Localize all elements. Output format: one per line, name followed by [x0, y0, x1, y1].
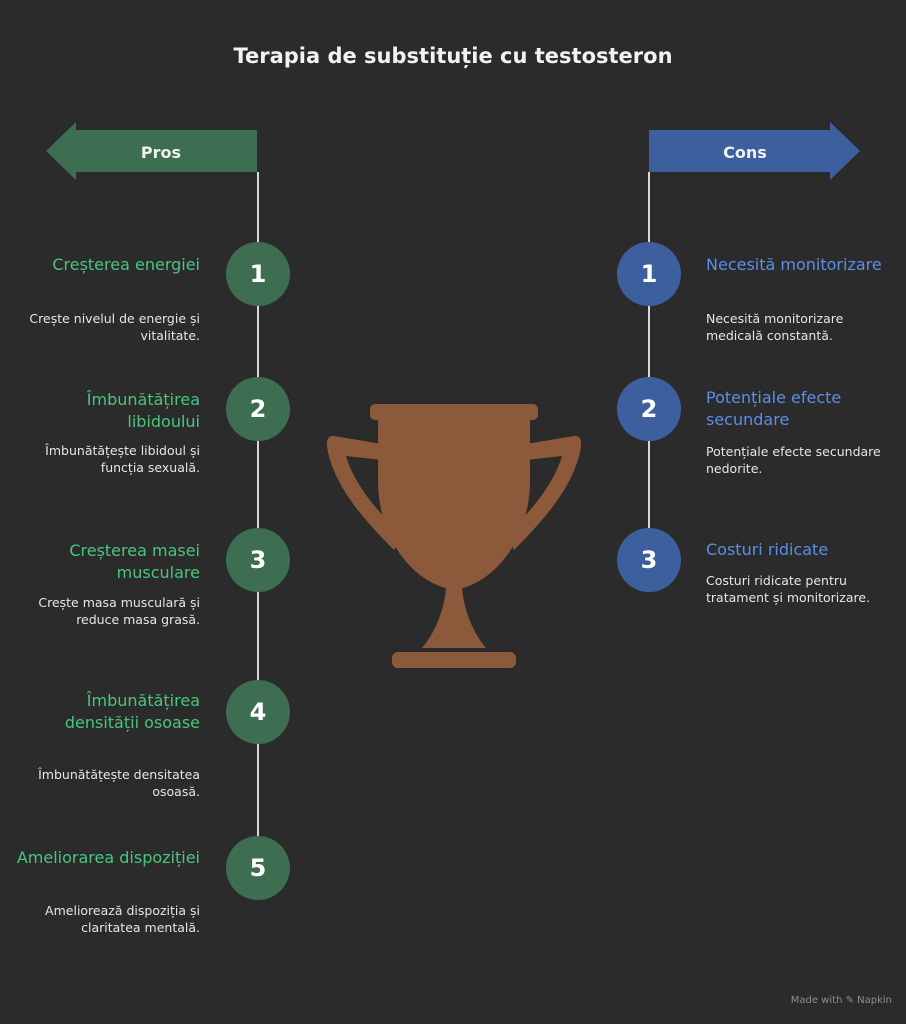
pros-item-title: Îmbunătățirea densității osoase: [64, 691, 200, 732]
pros-arrow: [46, 122, 257, 180]
pros-timeline-line: [257, 172, 259, 868]
cons-item-title: Costuri ridicate: [706, 540, 829, 559]
cons-number-badge: 1: [617, 242, 681, 306]
cons-item-desc: Potențiale efecte secundare nedorite.: [706, 444, 881, 476]
pros-item-desc: Crește masa musculară și reduce masa gra…: [38, 595, 200, 627]
pros-item-title: Creșterea energiei: [52, 255, 200, 274]
pros-item-title: Ameliorarea dispoziției: [16, 848, 200, 867]
pros-item-desc: Îmbunătățește libidoul și funcția sexual…: [45, 443, 200, 475]
cons-number-badge: 2: [617, 377, 681, 441]
pros-number-badge: 4: [226, 680, 290, 744]
cons-item-title: Necesită monitorizare: [706, 255, 882, 274]
made-with-napkin-footer: Made with ✎ Napkin: [790, 995, 892, 1006]
pros-number-badge: 2: [226, 377, 290, 441]
pros-item-title: Îmbunătățirea libidoului: [86, 390, 200, 431]
page-title: Terapia de substituție cu testosteron: [233, 44, 673, 68]
cons-item-title: Potențiale efecte secundare: [706, 388, 842, 429]
cons-item-desc: Costuri ridicate pentru tratament și mon…: [706, 573, 871, 605]
pros-number-badge: 5: [226, 836, 290, 900]
pros-item-desc: Crește nivelul de energie și vitalitate.: [29, 311, 200, 343]
pros-item-desc: Îmbunătățește densitatea osoasă.: [38, 767, 200, 799]
pros-item-title: Creșterea masei musculare: [69, 541, 200, 582]
cons-arrow: [649, 122, 860, 180]
cons-number-badge: 3: [617, 528, 681, 592]
cons-item-desc: Necesită monitorizare medicală constantă…: [706, 311, 844, 343]
pros-number-badge: 3: [226, 528, 290, 592]
pros-label: Pros: [140, 143, 182, 162]
cons-timeline-line: [648, 172, 650, 558]
pros-item-desc: Ameliorează dispoziția și claritatea men…: [45, 903, 200, 935]
trophy-icon: [326, 404, 582, 668]
cons-label: Cons: [723, 143, 767, 162]
pros-number-badge: 1: [226, 242, 290, 306]
